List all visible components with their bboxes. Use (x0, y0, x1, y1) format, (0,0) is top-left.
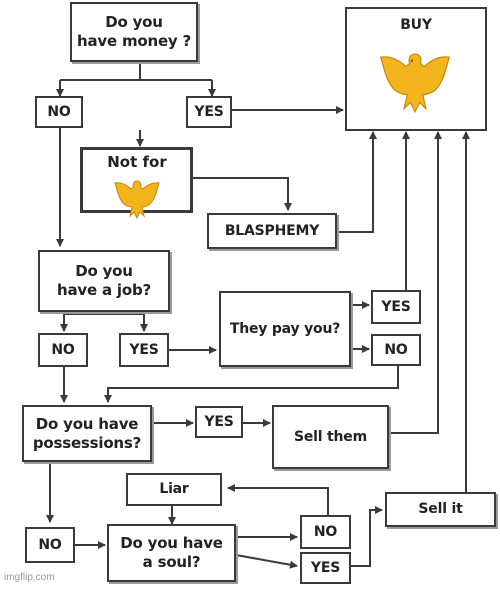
answer-no-soul: NO (300, 515, 351, 549)
not-for-text: Not for (107, 153, 167, 171)
answer-yes-pay: YES (371, 290, 421, 324)
answer-no-money: NO (35, 96, 83, 128)
question-possessions-text: Do you have possessions? (32, 414, 142, 452)
liar-text: Liar (159, 481, 189, 497)
answer-no-pay: NO (371, 334, 421, 366)
question-soul-text: Do you have a soul? (120, 534, 223, 571)
buy-text: BUY (400, 17, 432, 33)
answer-yes-soul: YES (300, 552, 351, 584)
answer-no-money-text: NO (47, 103, 71, 120)
answer-yes-possessions: YES (195, 406, 243, 438)
answer-yes-soul-text: YES (310, 559, 341, 576)
question-money-box: Do you have money ? (70, 2, 198, 62)
liar-box: Liar (126, 473, 222, 506)
golden-eagle-icon (379, 53, 451, 114)
answer-yes-job-text: YES (129, 341, 159, 358)
golden-eagle-small-icon (114, 180, 160, 220)
sell-them-box: Sell them (272, 405, 389, 469)
answer-yes-possessions-text: YES (204, 413, 234, 430)
answer-no-job: NO (38, 333, 88, 367)
blasphemy-text: BLASPHEMY (224, 222, 320, 239)
question-pay-box: They pay you? (219, 291, 351, 367)
blasphemy-box: BLASPHEMY (207, 213, 337, 249)
question-soul-box: Do you have a soul? (107, 524, 236, 582)
answer-yes-job: YES (119, 333, 169, 367)
answer-no-possessions-text: NO (38, 536, 62, 553)
question-job-box: Do you have a job? (38, 250, 170, 312)
answer-no-soul-text: NO (313, 523, 338, 540)
answer-no-job-text: NO (51, 341, 75, 358)
watermark: imgflip.com (4, 572, 55, 583)
question-possessions-box: Do you have possessions? (22, 405, 152, 462)
answer-yes-money: YES (186, 96, 232, 128)
sell-it-box: Sell it (385, 492, 496, 527)
sell-it-text: Sell it (418, 501, 463, 517)
answer-yes-money-text: YES (194, 103, 224, 120)
question-money-text: Do you have money ? (76, 13, 192, 50)
answer-no-pay-text: NO (384, 341, 408, 358)
question-pay-text: They pay you? (229, 320, 341, 337)
answer-yes-pay-text: YES (381, 298, 411, 315)
question-job-text: Do you have a job? (56, 262, 151, 299)
sell-them-text: Sell them (294, 428, 367, 445)
not-for-label: Not for (82, 153, 192, 171)
answer-no-possessions: NO (25, 527, 75, 563)
